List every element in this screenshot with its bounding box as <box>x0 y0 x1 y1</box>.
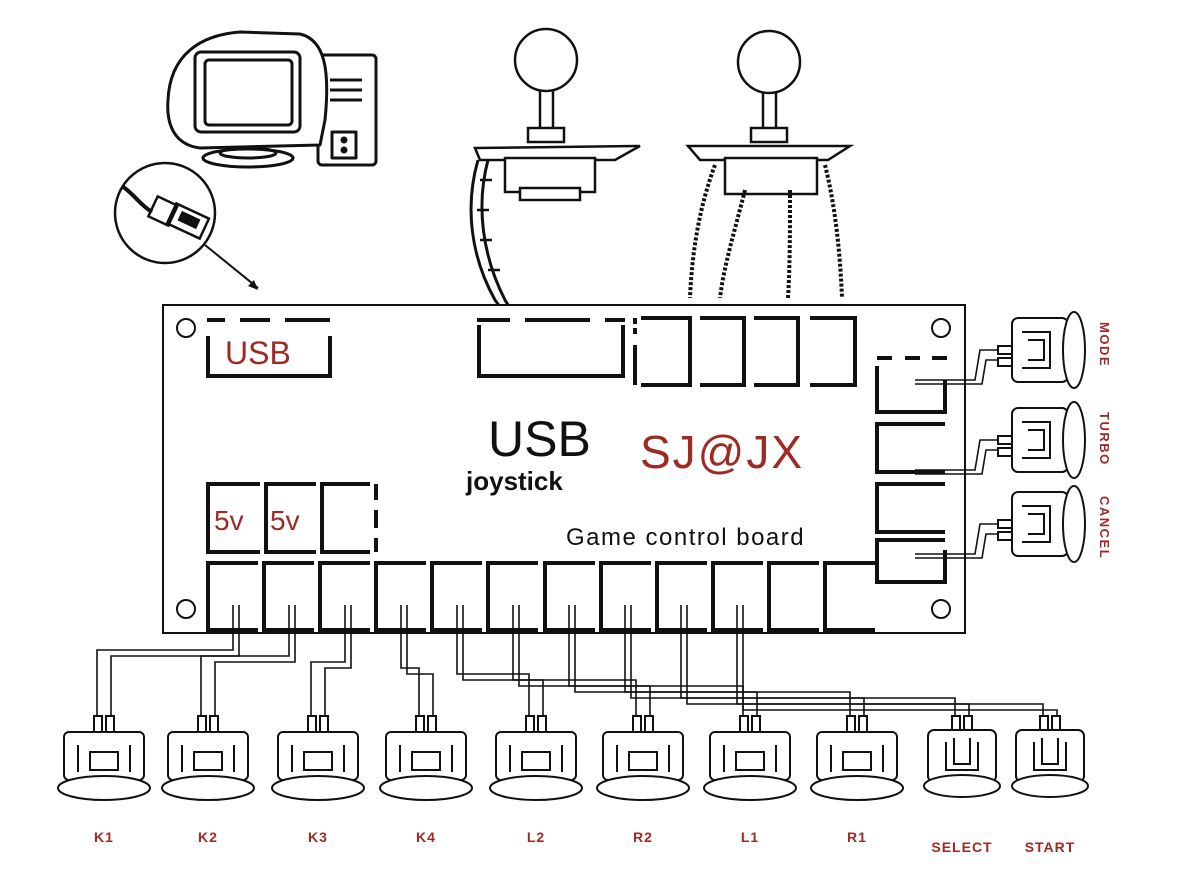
usb-port-label: USB <box>225 335 291 371</box>
side-buttons: MODE TURBO CANCEL <box>997 311 1112 563</box>
button-label: K2 <box>198 829 218 845</box>
arcade-button-icon <box>997 485 1086 563</box>
mount-hole <box>176 318 196 338</box>
button-header <box>655 561 707 632</box>
mount-hole <box>931 599 951 619</box>
button-header <box>599 561 651 632</box>
wire <box>310 605 346 720</box>
bottom-wiring <box>96 605 1058 720</box>
joystick-icon <box>469 27 641 319</box>
button-label: K1 <box>94 829 114 845</box>
button-header <box>767 561 819 632</box>
wire <box>96 605 234 720</box>
wire <box>915 439 1000 471</box>
side-connectors <box>875 356 947 584</box>
control-board: USB USB joystick <box>162 304 966 634</box>
wire <box>406 605 434 720</box>
usb-plug-icon <box>113 161 259 290</box>
arcade-button-icon <box>57 715 151 801</box>
wire <box>915 523 1000 555</box>
wire <box>324 605 352 720</box>
wire <box>462 605 544 720</box>
brand-label: SJ@JX <box>640 426 804 478</box>
power-label: 5v <box>270 505 300 536</box>
button-label: TURBO <box>1097 412 1112 466</box>
wire <box>736 605 1044 720</box>
wire <box>110 605 240 720</box>
side-wiring <box>915 349 1000 559</box>
button-label: K3 <box>308 829 328 845</box>
wire <box>200 605 290 720</box>
arcade-button-icon <box>997 311 1086 389</box>
wire <box>214 605 296 720</box>
button-label: START <box>1025 839 1076 855</box>
arcade-button-icon <box>596 715 690 801</box>
button-header <box>823 561 875 632</box>
arcade-button-icon <box>271 715 365 801</box>
usb-connector <box>206 318 332 378</box>
button-label: L1 <box>741 829 759 845</box>
button-header <box>711 561 763 632</box>
arcade-button-icon <box>161 715 255 801</box>
arcade-button-icon <box>703 715 797 801</box>
button-label: L2 <box>527 829 545 845</box>
button-label: R2 <box>633 829 653 845</box>
arcade-button-icon <box>1011 715 1089 798</box>
wire <box>915 349 1000 381</box>
button-label: SELECT <box>931 839 992 855</box>
joystick-header <box>633 316 857 387</box>
button-label: CANCEL <box>1097 496 1112 559</box>
wire <box>915 449 1000 475</box>
power-label: 5v <box>214 505 244 536</box>
arcade-button-icon <box>810 715 904 801</box>
board-title-sub: joystick <box>465 466 563 496</box>
wire <box>915 359 1000 385</box>
button-label: MODE <box>1097 322 1112 367</box>
button-header <box>543 561 595 632</box>
wire <box>915 533 1000 559</box>
wire <box>680 605 956 720</box>
arcade-button-icon <box>997 401 1086 479</box>
arcade-button-icon <box>923 715 1001 798</box>
power-headers <box>206 482 378 554</box>
joystick-header <box>477 318 625 378</box>
joystick-icon <box>685 29 855 299</box>
button-label: R1 <box>847 829 867 845</box>
board-title: USB <box>488 411 591 467</box>
wire <box>456 605 530 720</box>
button-label: K4 <box>416 829 436 845</box>
mount-hole <box>176 599 196 619</box>
board-subtitle: Game control board <box>566 524 805 551</box>
arcade-button-icon <box>379 715 473 801</box>
arcade-button-icon <box>489 715 583 801</box>
wire <box>400 605 420 720</box>
mount-hole <box>931 318 951 338</box>
computer-icon <box>166 30 378 169</box>
